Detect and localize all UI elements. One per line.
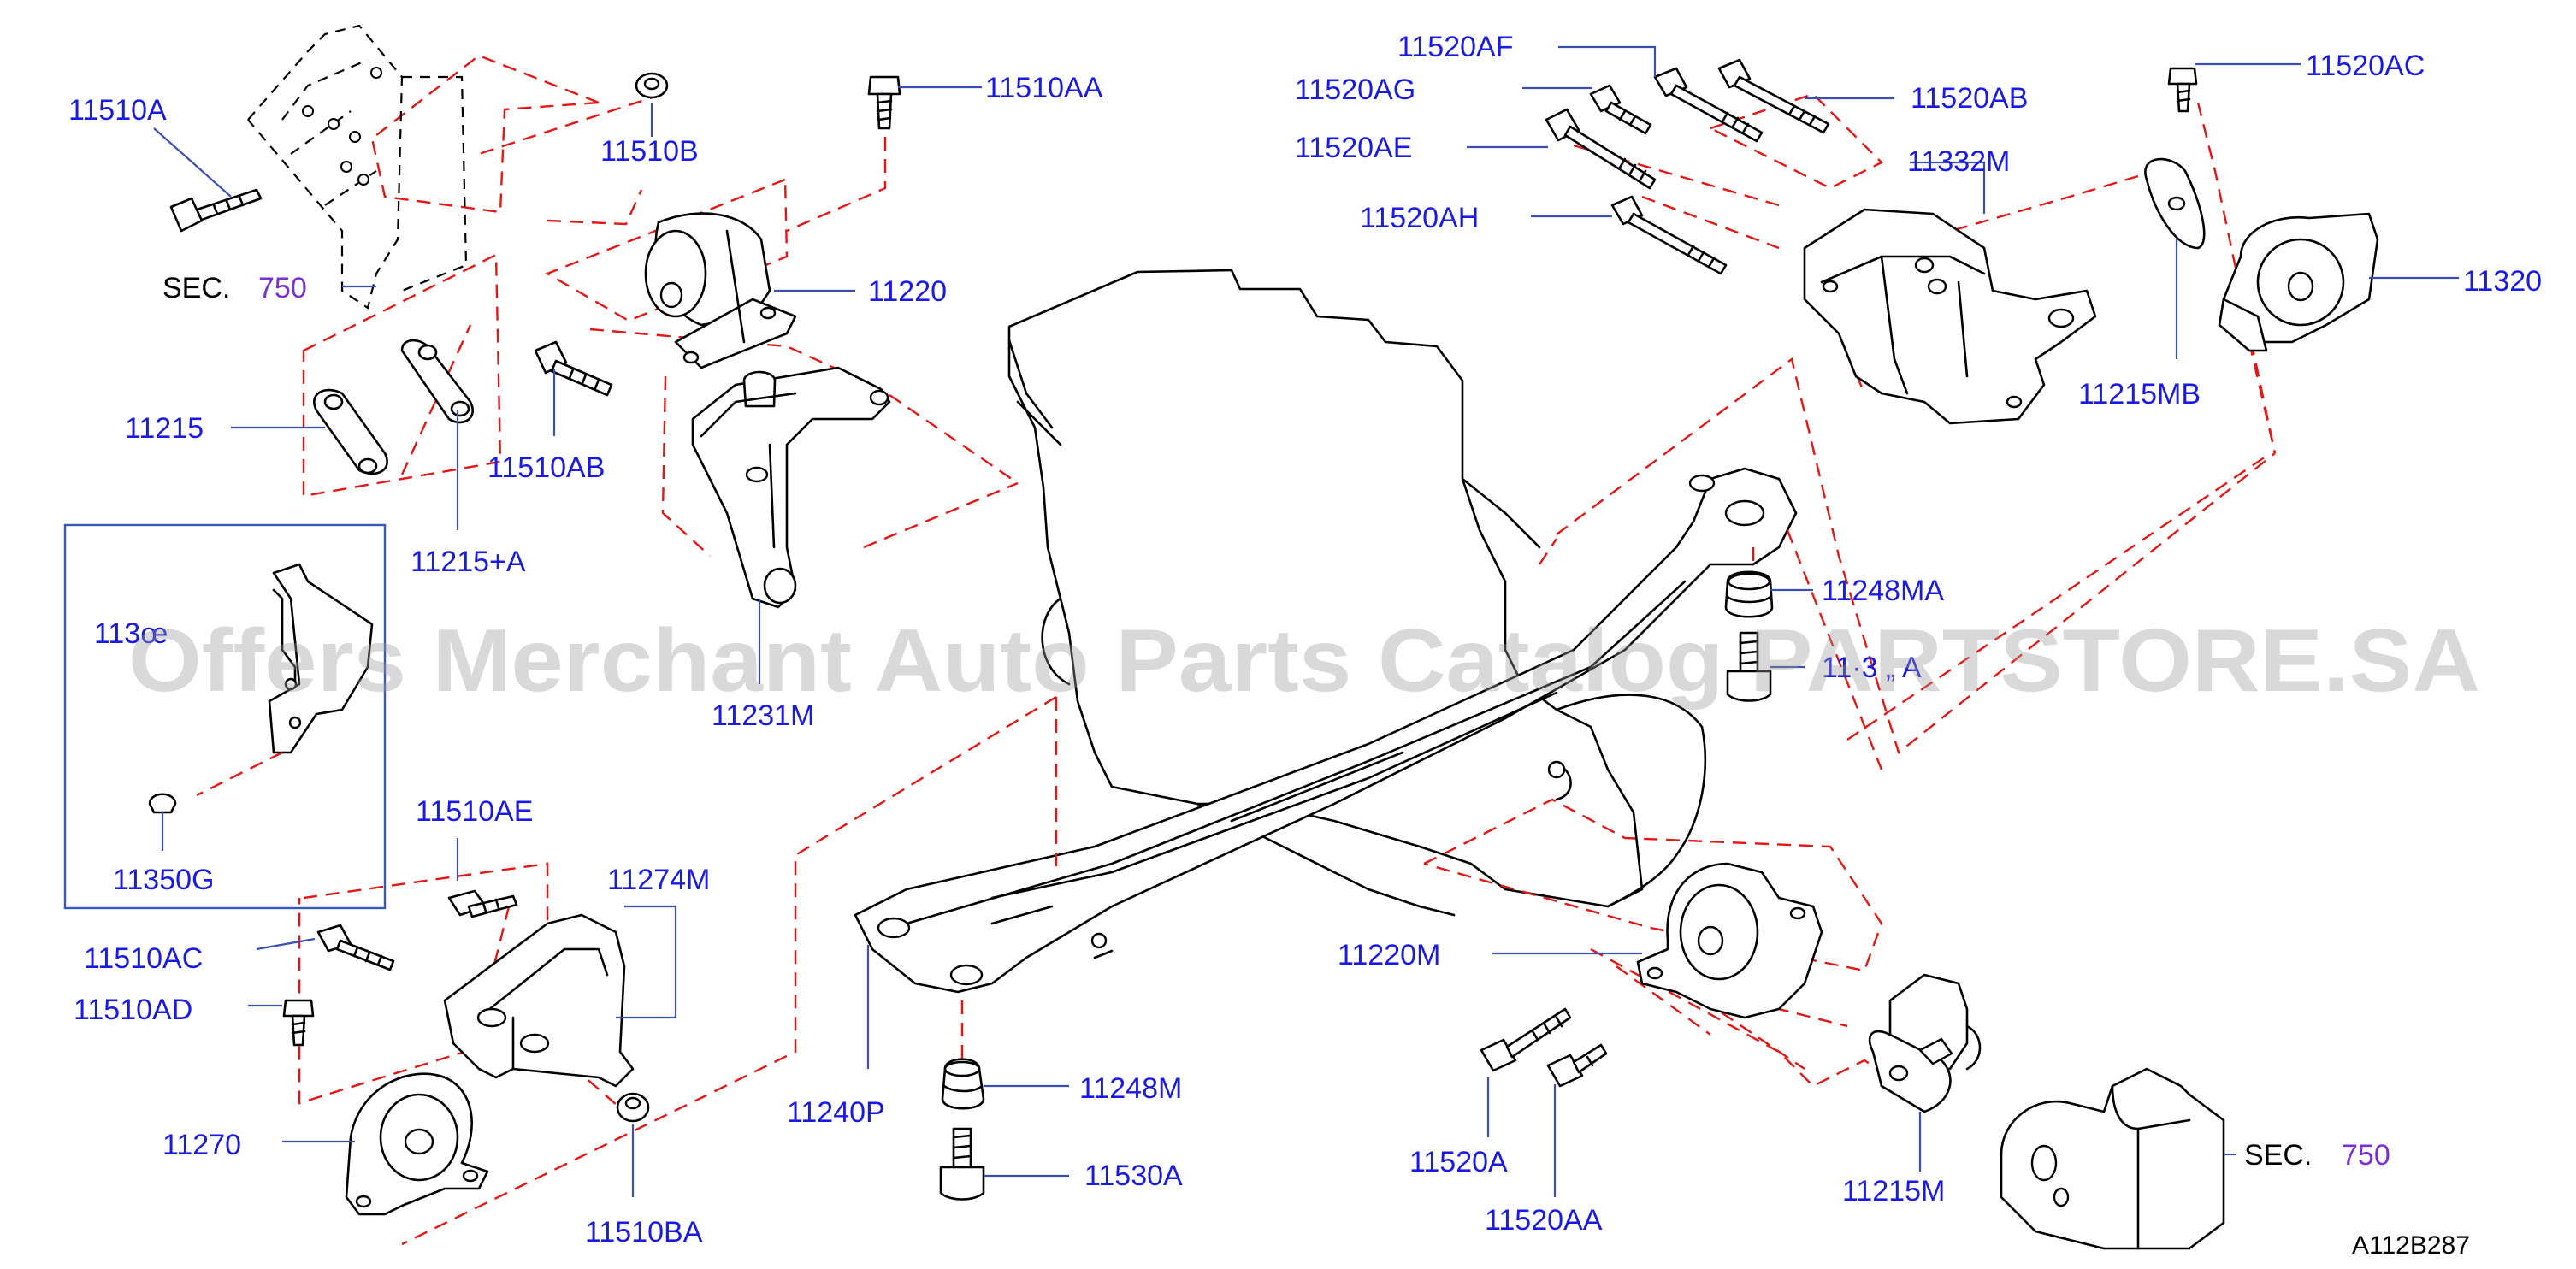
center-member-11240p xyxy=(854,467,1798,994)
mount-11270 xyxy=(345,1072,489,1216)
nut-11510ba xyxy=(616,1092,650,1123)
bolt-11520ae xyxy=(1545,108,1657,190)
callout-11510AD[interactable]: 11510AD xyxy=(74,994,192,1026)
callout-11520AF[interactable]: 11520AF xyxy=(1397,31,1513,63)
sec-prefix-upper: SEC. xyxy=(162,272,230,304)
insulator-11215a xyxy=(400,339,474,424)
callout-11215MB[interactable]: 11215MB xyxy=(2078,378,2201,410)
bushing-11248ma xyxy=(1724,570,1774,618)
callout-11510AA[interactable]: 11510AA xyxy=(985,72,1103,104)
callout-11520AH[interactable]: 11520AH xyxy=(1360,202,1479,234)
sec-reference-lower[interactable]: SEC. 750 xyxy=(2244,1139,2390,1172)
callout-11520AG[interactable]: 11520AG xyxy=(1295,74,1415,106)
callout-11215A[interactable]: 11215+A xyxy=(411,546,526,578)
bolt-11520a xyxy=(1480,1007,1572,1072)
bolt-11520aa xyxy=(1546,1043,1608,1088)
bolt-11510ae xyxy=(447,889,518,918)
nut-11510b xyxy=(635,72,669,99)
callout-11510BA[interactable]: 11510BA xyxy=(585,1216,703,1248)
callout-11270[interactable]: 11270 xyxy=(162,1129,241,1161)
sec-number-lower: 750 xyxy=(2342,1139,2390,1172)
sec750-bracket-upper xyxy=(247,24,468,310)
callout-11220[interactable]: 11220 xyxy=(868,275,947,308)
callout-11215M[interactable]: 11215M xyxy=(1842,1175,1945,1207)
callout-11350G[interactable]: 11350G xyxy=(113,864,214,896)
leader-lines xyxy=(153,45,2459,1197)
bolt-11520af xyxy=(1653,67,1764,143)
callout-11520AB[interactable]: 11520AB xyxy=(1911,82,2028,115)
bolt-11520ab xyxy=(1717,58,1830,134)
callout-11350[interactable]: 113œ xyxy=(94,617,168,650)
callout-11274M[interactable]: 11274M xyxy=(607,864,710,896)
bracket-11231m xyxy=(691,366,891,609)
insulator-11215m xyxy=(1868,973,1982,1113)
callout-11248MA[interactable]: 11248MA xyxy=(1822,575,1944,607)
callout-11215[interactable]: 11215 xyxy=(125,412,204,445)
callout-11510B[interactable]: 11510B xyxy=(600,135,699,168)
bolt-11530a xyxy=(939,1127,985,1201)
callout-11248M[interactable]: 11248M xyxy=(1079,1072,1182,1105)
callout-11530AA[interactable]: 11·3 „ A xyxy=(1822,652,1922,684)
callout-11510AC[interactable]: 11510AC xyxy=(84,942,203,975)
mount-11220m xyxy=(1636,862,1823,1019)
callout-11510A[interactable]: 11510A xyxy=(68,94,167,127)
bolt-11510ac xyxy=(316,924,395,971)
inset-box xyxy=(63,523,387,910)
callout-11231M[interactable]: 11231M xyxy=(712,699,814,732)
sec-prefix-lower: SEC. xyxy=(2244,1139,2312,1172)
bolt-11520ag xyxy=(1589,84,1652,135)
callout-11520AE[interactable]: 11520AE xyxy=(1295,132,1412,164)
washer-11215mb xyxy=(2144,157,2206,250)
bolt-11520ah xyxy=(1610,195,1728,275)
callout-11530A[interactable]: 11530A xyxy=(1084,1160,1183,1192)
callout-11520AC[interactable]: 11520AC xyxy=(2306,50,2425,82)
insulator-11215 xyxy=(313,388,388,475)
bushing-11248m xyxy=(941,1058,985,1110)
callout-11510AE[interactable]: 11510AE xyxy=(416,795,533,828)
callout-11520A[interactable]: 11520A xyxy=(1409,1146,1508,1178)
sec-reference-upper[interactable]: SEC. 750 xyxy=(162,272,307,304)
callout-11520AA[interactable]: 11520AA xyxy=(1485,1204,1603,1237)
drawing-id: A112B287 xyxy=(2352,1231,2470,1260)
bracket-11332m xyxy=(1803,208,2097,425)
callout-11240P[interactable]: 11240P xyxy=(787,1096,885,1129)
bolt-11510a xyxy=(169,188,263,233)
sec750-block-lower xyxy=(2000,1067,2225,1250)
mount-11320 xyxy=(2218,212,2379,352)
callout-labels: 11510A 11510B 11510AA 11220 11215 11510A… xyxy=(68,31,2542,1248)
bolt-11530aa xyxy=(1726,631,1772,702)
bracket-11274m xyxy=(443,913,635,1088)
watermark: Offers Merchant Auto Parts Catalog PARTS… xyxy=(128,611,2480,711)
bolt-11510ab xyxy=(534,340,613,397)
bolt-11510ad xyxy=(282,999,315,1047)
engine-outline xyxy=(1007,269,1707,917)
callout-11220M[interactable]: 11220M xyxy=(1338,939,1440,971)
callout-11510AB[interactable]: 11510AB xyxy=(487,452,605,484)
sec-number-upper: 750 xyxy=(258,272,307,304)
callout-11320[interactable]: 11320 xyxy=(2463,265,2542,298)
bolt-11520ac xyxy=(2167,67,2198,113)
bolt-11510aa xyxy=(867,75,901,130)
mount-11220 xyxy=(644,212,797,369)
callout-11332M[interactable]: 11332M xyxy=(1907,145,2010,178)
